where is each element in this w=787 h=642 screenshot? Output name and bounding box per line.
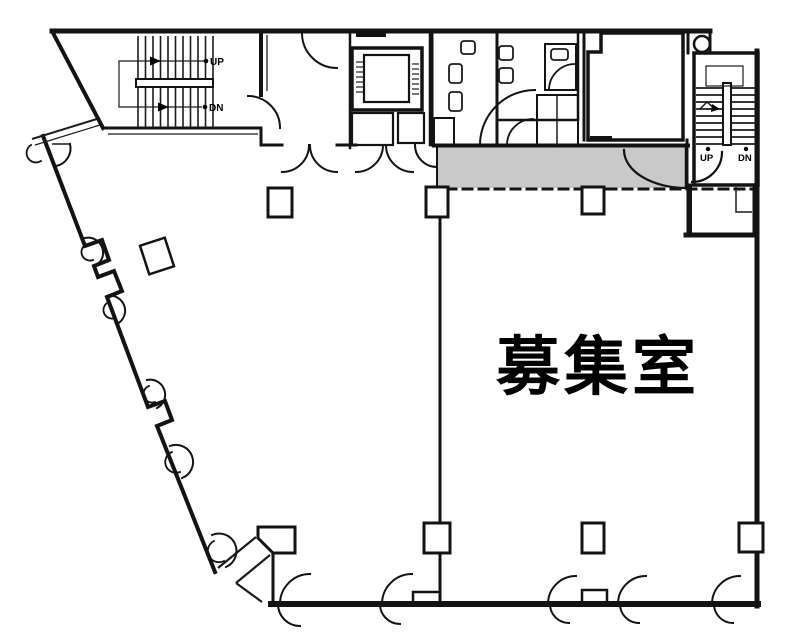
door-arc: [210, 532, 238, 569]
door-arc: [300, 31, 339, 70]
door-arc: [380, 572, 414, 606]
door-arc: [280, 143, 311, 174]
toilet-fixture: [498, 67, 514, 84]
door-arc: [25, 143, 43, 164]
door-arc: [168, 443, 195, 480]
door-arc: [276, 602, 302, 628]
door-arc: [378, 602, 402, 626]
outer-walls: [31, 28, 761, 609]
stairs-left-dn-label: DN: [209, 103, 223, 114]
door-arc: [145, 378, 167, 410]
door-arc: [506, 118, 534, 146]
column: [580, 521, 606, 555]
column: [424, 185, 450, 219]
door-arc: [83, 236, 105, 268]
door-arc: [80, 242, 95, 262]
stairs-left-up-label: UP: [210, 57, 224, 68]
column: [737, 521, 765, 554]
column: [266, 186, 294, 219]
door-arc: [618, 602, 641, 625]
column: [580, 185, 606, 216]
door-arc: [622, 148, 688, 190]
elevator: [350, 46, 426, 147]
columns: [138, 185, 765, 555]
door-arc: [142, 384, 157, 404]
column: [422, 521, 452, 555]
door-arc: [548, 63, 576, 91]
door-arc: [478, 88, 537, 147]
toilet-fixture: [550, 48, 569, 61]
rotated-column: [138, 236, 176, 276]
wall-jog: [411, 590, 442, 606]
storage-room: [683, 183, 757, 238]
door-arc: [712, 602, 735, 625]
door-arc: [206, 539, 226, 564]
stair-direction-arrow: [150, 56, 161, 66]
elevator-door-rails: [356, 61, 419, 95]
wall-jog: [580, 588, 609, 606]
pipe-shaft-circle: [692, 34, 712, 54]
door-arc: [308, 143, 339, 174]
toilets: [430, 29, 580, 147]
diagonal-wall-doors: [25, 142, 238, 569]
stairs-right-up-label: UP: [700, 153, 714, 164]
top-band-rooms: [259, 29, 712, 174]
door-arc: [616, 574, 648, 606]
door-arc: [246, 94, 282, 130]
toilet-fixture: [498, 45, 514, 61]
shaded-corridor-area: [437, 147, 688, 188]
stair-direction-arrow: [158, 102, 169, 112]
stair-direction-arrow: [711, 104, 720, 112]
toilet-fixture: [448, 91, 463, 112]
service-room: [586, 31, 685, 142]
toilet-fixture: [448, 63, 463, 84]
entrance-vestibule: [217, 525, 297, 606]
door-arc: [710, 574, 742, 606]
door-arc: [54, 142, 72, 168]
door-arc: [690, 150, 724, 184]
stairs-right: UP DN: [685, 51, 760, 190]
diagonal-exterior-wall: [40, 133, 218, 575]
door-arc: [548, 602, 571, 625]
door-arc: [384, 143, 415, 174]
elevator-car: [362, 53, 411, 104]
stair-rail-left: [135, 78, 214, 88]
stairs-right-dn-label: DN: [738, 153, 752, 164]
door-arc: [278, 572, 312, 606]
door-arc: [413, 143, 439, 169]
bottom-wall-doors: [276, 572, 742, 628]
stair-rail-right: [722, 82, 732, 146]
stairs-left: UP DN: [49, 28, 282, 135]
door-arc: [546, 574, 578, 606]
door-arc: [102, 300, 117, 320]
room-label: 募集室: [495, 331, 700, 403]
door-arc: [164, 450, 182, 474]
door-arc: [105, 294, 127, 326]
door-arc: [354, 143, 385, 174]
toilet-fixture: [460, 40, 476, 55]
